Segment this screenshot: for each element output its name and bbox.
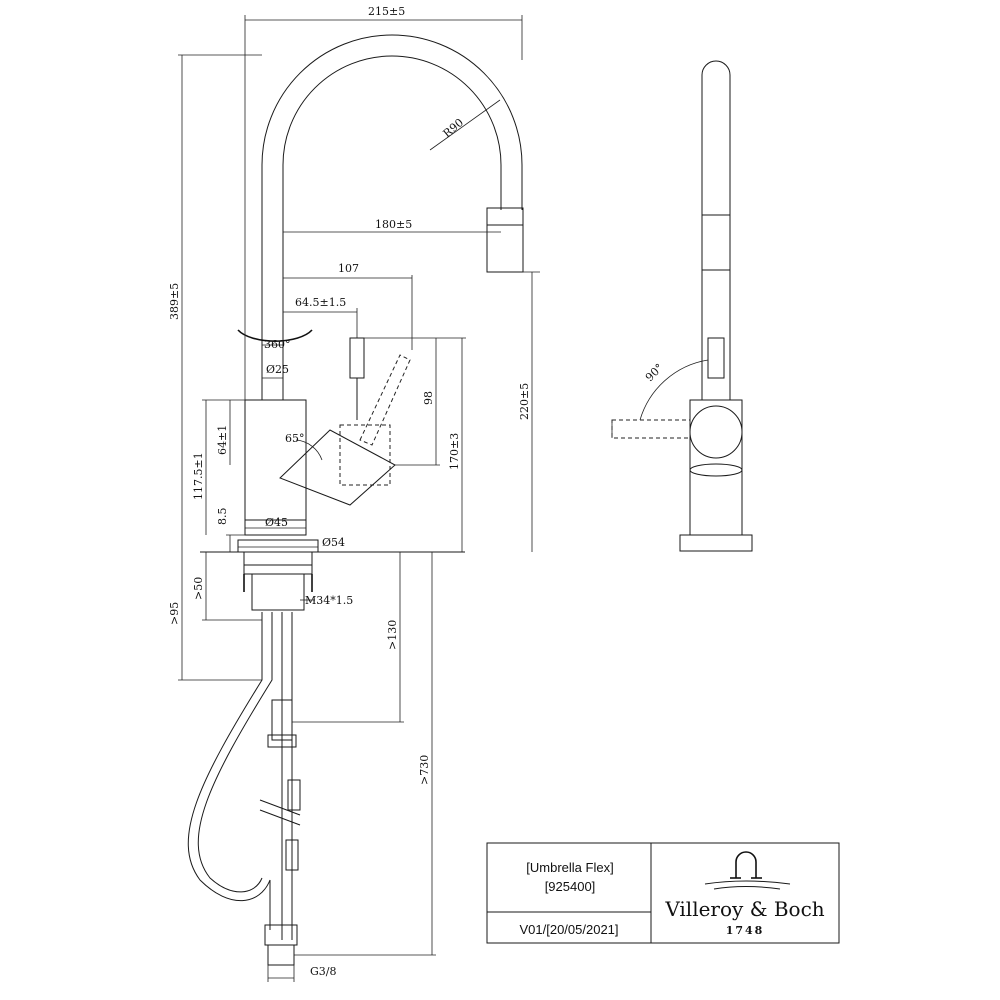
version-date: V01/[20/05/2021] [519, 922, 618, 937]
dim-height-total: 389±5 [168, 283, 181, 320]
front-view-dimensions: 215±5 R90 180±5 107 64.5±1.5 360° Ø25 38… [168, 5, 540, 982]
dim-spout-diameter: Ø25 [266, 363, 289, 376]
dim-thread: M34*1.5 [305, 594, 353, 607]
dim-spout-height: 220±5 [518, 383, 531, 420]
dim-lever-offset-1: 107 [338, 262, 359, 275]
brand-logo: Villeroy & Boch 1748 [664, 851, 825, 937]
dim-lever-height: 170±3 [448, 433, 461, 470]
dim-body-height-2: 117.5±1 [192, 452, 205, 500]
dim-base-diameter: Ø45 [265, 516, 288, 529]
dim-lever-angle: 65° [285, 432, 305, 445]
side-view-faucet: 90° [611, 60, 753, 552]
brand-name: Villeroy & Boch [664, 897, 824, 921]
product-code: [925400] [545, 879, 596, 894]
front-view-faucet [187, 34, 524, 966]
dim-lever-offset-2: 64.5±1.5 [295, 296, 346, 309]
dim-min-95: >95 [168, 602, 181, 625]
brand-year: 1748 [726, 924, 765, 937]
title-block: [Umbrella Flex] [925400] V01/[20/05/2021… [486, 842, 840, 944]
dim-base-height: 8.5 [216, 508, 229, 526]
dim-side-angle: 90° [643, 361, 666, 384]
dim-body-height-1: 64±1 [216, 425, 229, 455]
dim-connection: G3/8 [310, 965, 337, 978]
dim-lever-travel: 98 [422, 391, 435, 405]
dim-rotation: 360° [264, 338, 291, 351]
product-name: [Umbrella Flex] [526, 860, 613, 875]
dim-min-730: >730 [418, 755, 431, 785]
dim-min-130: >130 [386, 620, 399, 650]
dim-plate-diameter: Ø54 [322, 536, 345, 549]
dim-min-50: >50 [192, 577, 205, 600]
dim-width-total: 215±5 [368, 5, 405, 18]
dim-radius: R90 [441, 116, 466, 140]
dim-reach: 180±5 [375, 218, 412, 231]
